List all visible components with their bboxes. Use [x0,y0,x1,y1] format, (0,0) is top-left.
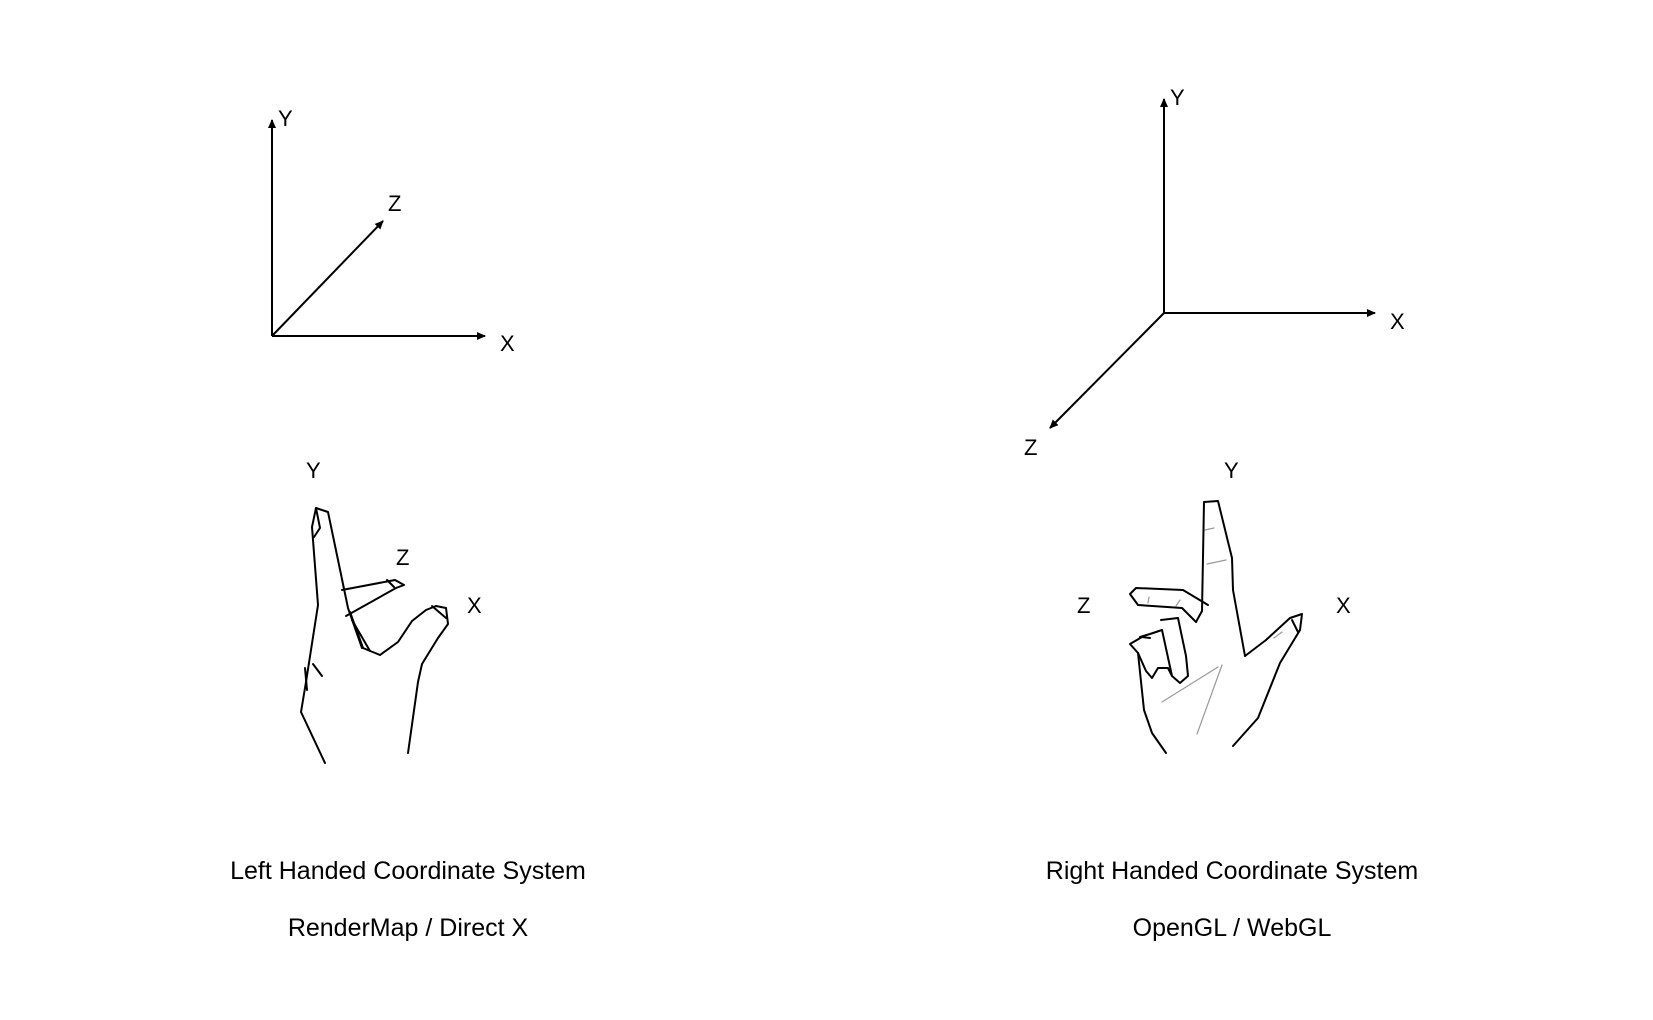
left-axis-label-z: Z [388,191,402,216]
left-hand-label-x: X [467,593,482,618]
right-title: Right Handed Coordinate System [1045,857,1419,885]
right-axis-label-x: X [1390,309,1405,334]
right-hand-label-x: X [1336,593,1351,618]
left-hand-label-y: Y [306,458,321,483]
left-axis-label-y: Y [278,106,293,131]
left-z-axis [271,220,384,337]
right-axis-label-z: Z [1024,435,1038,460]
left-subtitle: RenderMap / Direct X [287,914,529,942]
right-hand-label-y: Y [1224,458,1239,483]
right-z-axis [1049,312,1165,429]
right-hand-label-z: Z [1077,593,1091,618]
left-hand-label-z: Z [396,545,410,570]
left-axis-label-x: X [500,331,515,356]
right-axis-label-y: Y [1170,85,1185,110]
left-title: Left Handed Coordinate System [230,857,586,885]
right-subtitle: OpenGL / WebGL [1132,914,1332,942]
